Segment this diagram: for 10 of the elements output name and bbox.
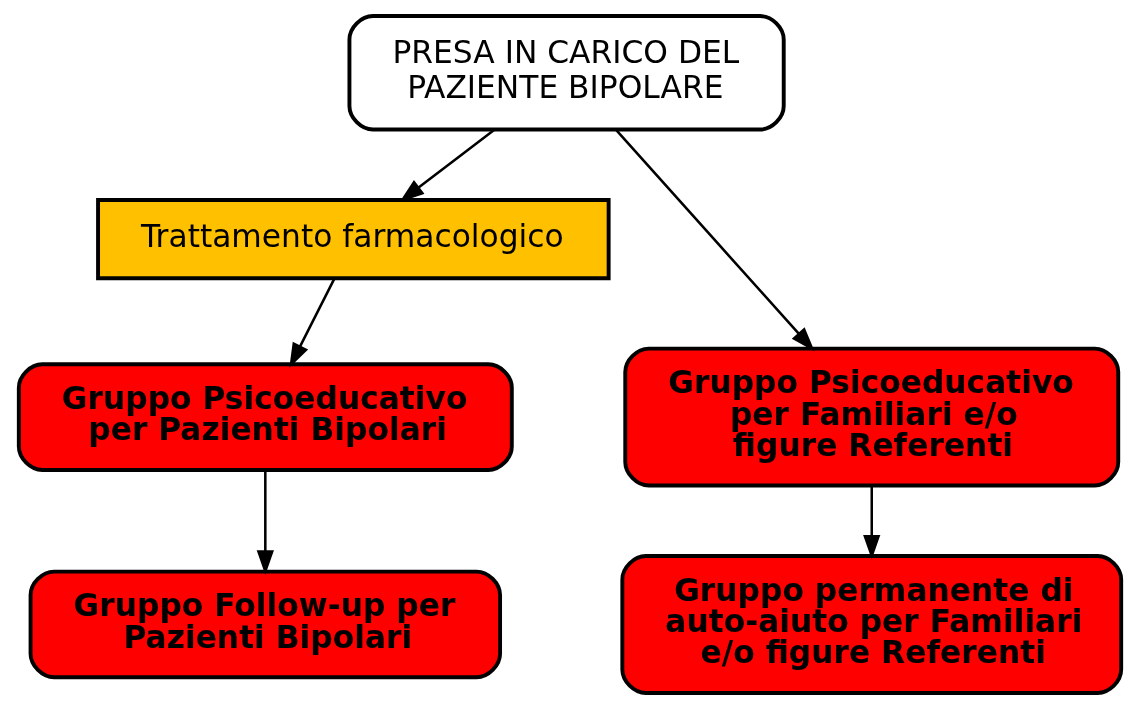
node-box: Trattamento farmacologico bbox=[95, 198, 611, 281]
node-box: Gruppo Psicoeducativo per Pazienti Bipolari bbox=[16, 362, 514, 472]
arrow bbox=[614, 129, 815, 352]
arrow bbox=[256, 470, 274, 575]
node-box: PRESA IN CARICO DEL PAZIENTE BIPOLARE bbox=[346, 14, 786, 132]
node-box: Gruppo Follow-up per Pazienti Bipolari bbox=[28, 569, 502, 680]
arrow bbox=[288, 278, 335, 368]
arrow bbox=[862, 485, 880, 560]
node-box: Gruppo Psicoeducativo per Familiari e/o figure Referenti bbox=[622, 346, 1120, 488]
node-box: Gruppo permanente di auto-aiuto per Familiari e/o figure Referenti bbox=[619, 554, 1123, 695]
